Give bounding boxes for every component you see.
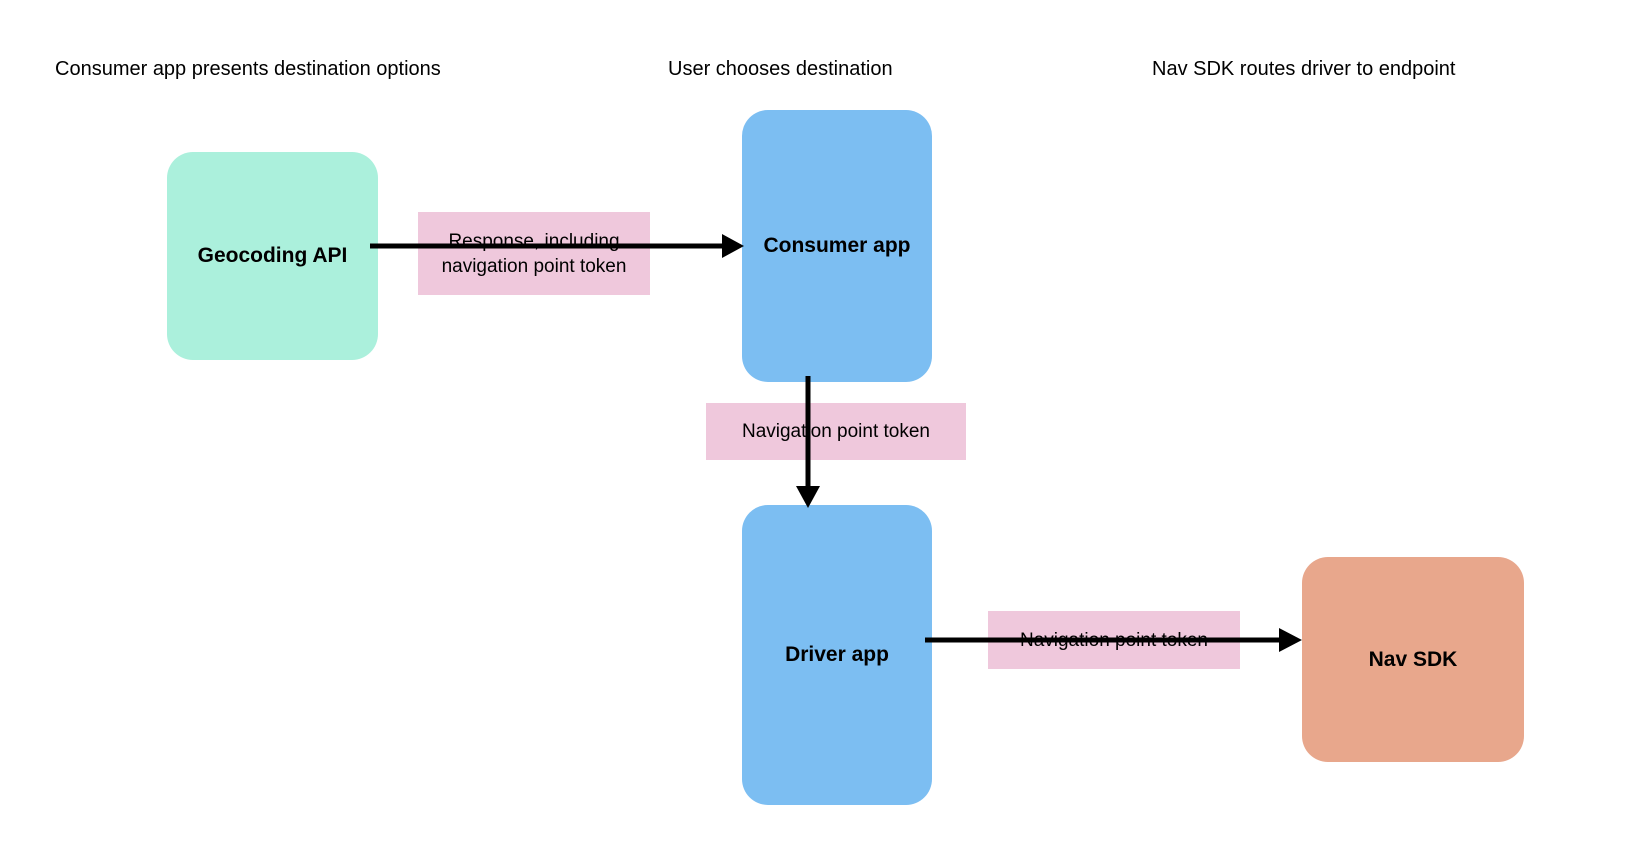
arrow-geocoding-to-consumer [370,234,744,258]
node-geocoding-api[interactable]: Geocoding API [167,152,378,360]
node-nav-sdk[interactable]: Nav SDK [1302,557,1524,762]
column-heading-user-choice: User chooses destination [668,58,893,80]
arrow-consumer-to-driver [796,376,820,508]
node-driver-app[interactable]: Driver app [742,505,932,805]
column-heading-consumer-app: Consumer app presents destination option… [55,58,441,80]
arrow-driver-to-navsdk [925,628,1302,652]
column-heading-nav-sdk: Nav SDK routes driver to endpoint [1152,58,1456,80]
node-consumer-app[interactable]: Consumer app [742,110,932,382]
edge-label-navigation-point-token-consumer-driver: Navigation point token [706,403,966,460]
